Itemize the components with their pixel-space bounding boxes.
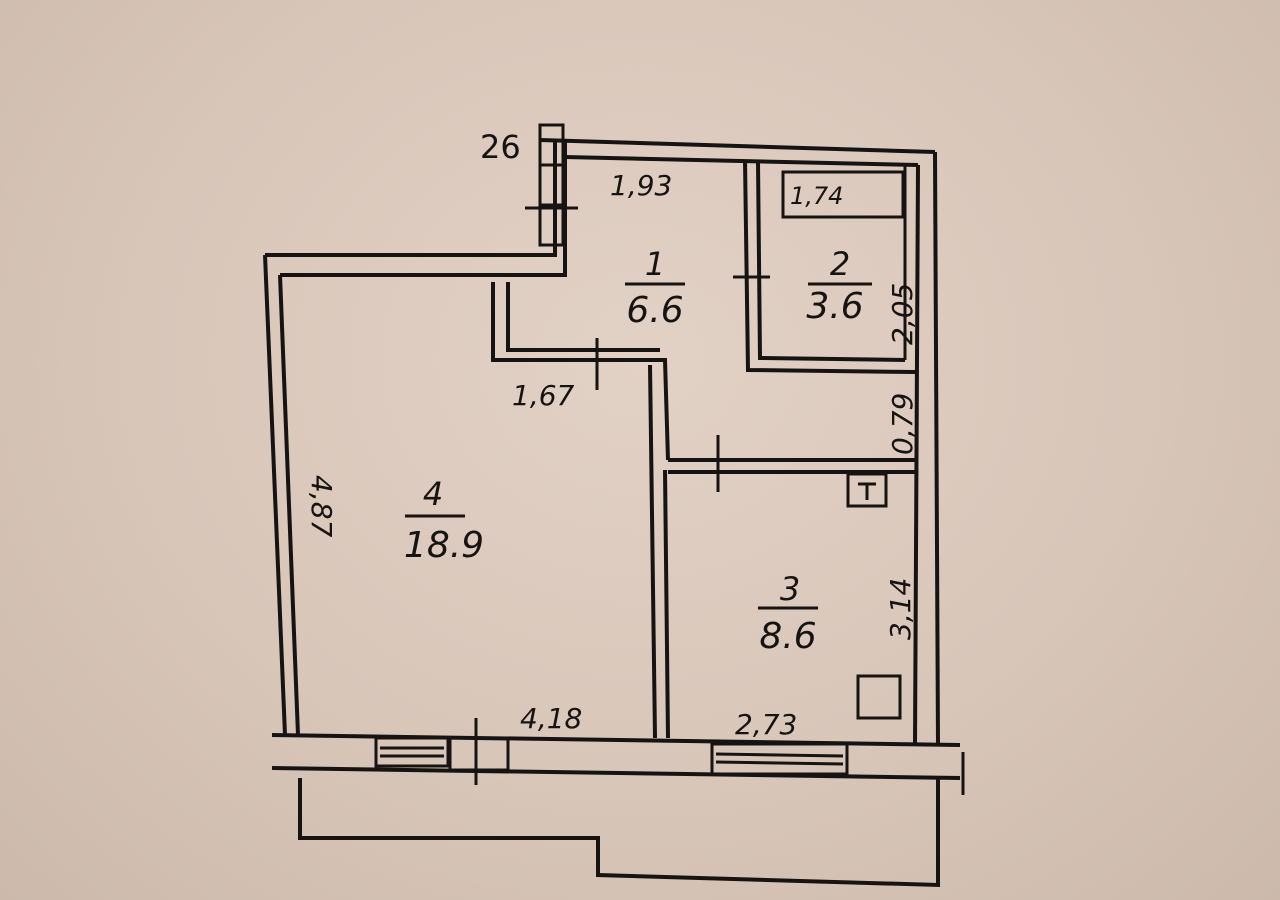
dimension-label: 4,18	[520, 702, 582, 735]
room-label-4: 4 18.9	[404, 475, 484, 566]
dimension-label: 3,14	[884, 578, 917, 640]
room-label-3: 3 8.6	[758, 570, 818, 657]
dimension-label: 0,79	[886, 393, 919, 455]
dimension-label: 2,05	[886, 283, 919, 345]
plan-marker: 26	[480, 128, 521, 166]
room-number: 2	[830, 245, 850, 283]
room-number: 1	[645, 245, 665, 283]
dimension-label: 4,87	[305, 475, 338, 538]
room-area: 6.6	[626, 290, 683, 331]
dimension-label: 2,73	[735, 708, 797, 741]
interior-walls	[491, 159, 916, 739]
room-area: 3.6	[806, 286, 863, 327]
room-label-1: 1 6.6	[625, 245, 685, 331]
room-area: 8.6	[759, 616, 816, 657]
room-number: 3	[780, 570, 800, 608]
room-label-2: 2 3.6	[806, 245, 872, 327]
room-number: 4	[423, 475, 443, 513]
windows	[374, 736, 849, 776]
balcony-outline	[298, 778, 940, 888]
sink-icon	[846, 472, 888, 508]
dimension-label: 1,67	[512, 379, 575, 412]
exterior-walls	[263, 123, 961, 780]
stove-icon	[856, 674, 902, 720]
bathtub-icon	[781, 170, 905, 219]
dimension-label: 1,74	[790, 182, 843, 210]
door-markers	[474, 206, 965, 795]
fixtures	[781, 170, 905, 720]
dimension-label: 1,93	[610, 169, 672, 202]
room-area: 18.9	[404, 525, 484, 566]
